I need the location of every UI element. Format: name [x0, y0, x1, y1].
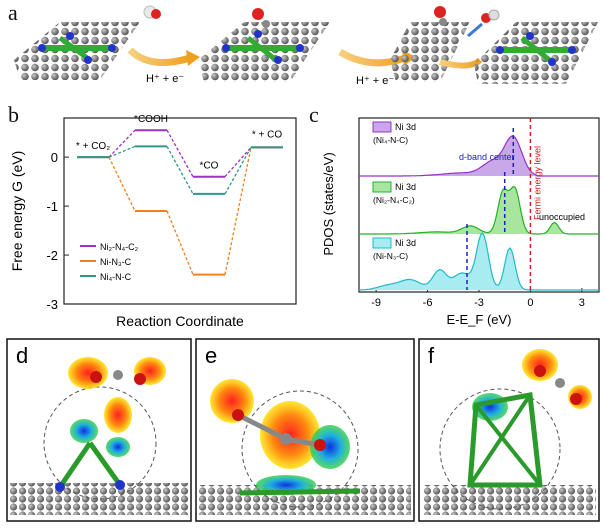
b-ytick-label: 0: [51, 150, 58, 165]
graphene-sheet-3: [390, 6, 470, 82]
c-legend-swatch: [372, 121, 392, 133]
pdos-chart: PDOS (states/eV) E-E_F (eV) -9 -6 -3 0 3 Ni …: [321, 117, 600, 327]
c-legend-label: Ni 3d: [395, 182, 416, 192]
graphene-sheet-4: [474, 22, 598, 84]
b-ytick-label: -3: [46, 297, 58, 312]
panel-f-image: f: [418, 338, 600, 522]
chart-b-state-labels: * + CO₂ *COOH *CO * + CO: [76, 114, 282, 172]
b-legend-label: Ni₂-N₄-C₂: [100, 242, 139, 252]
b-state-label: * + CO₂: [76, 141, 110, 152]
c-fermi-annotation: Fermi energy level: [532, 146, 542, 220]
c-curve: [359, 232, 599, 291]
chart-c-annotations: d-band center Fermi energy levelunoccupie…: [459, 146, 585, 222]
chart-c-legends: Ni 3d (Ni₄-N-C) Ni 3d (Ni₂-N₄-C₂) Ni 3d (Ni-N…: [372, 121, 416, 261]
c-legend-subtitle: (Ni-N₃-C): [373, 251, 408, 261]
charge-density-row: d e: [0, 335, 606, 525]
panel-e-letter: e: [205, 343, 217, 368]
b-connector: [108, 156, 136, 212]
b-connector: [108, 129, 136, 158]
b-connector: [108, 145, 136, 158]
c-xtick-label: -3: [474, 297, 484, 309]
chart-b-legend: Ni₂-N₄-C₂ Ni-N₃-C Ni₄-N-C: [80, 242, 139, 282]
chart-b-ylabel: Free energy G (eV): [9, 151, 25, 272]
chart-c-xlabel: E-E_F (eV): [446, 312, 511, 327]
c-legend-label: Ni 3d: [395, 122, 416, 132]
step-2-label: H⁺ + e⁻: [356, 75, 394, 87]
c-area-fill: [359, 186, 599, 234]
free-energy-chart: Free energy G (eV) Reaction Coordinate 0…: [9, 114, 297, 329]
panel-d-image: d: [6, 338, 192, 522]
chart-c-ylabel: PDOS (states/eV): [321, 152, 336, 255]
c-legend-swatch: [372, 237, 392, 249]
graphene-sheet-2: [198, 8, 330, 82]
c-curve: [359, 135, 599, 177]
b-connector: [224, 147, 252, 275]
c-xtick-label: -6: [423, 297, 433, 309]
b-state-label: *CO: [200, 161, 219, 172]
b-ytick-label: -2: [46, 248, 58, 263]
c-legend-swatch: [372, 181, 392, 193]
chart-c-series: [359, 118, 599, 292]
c-legend-subtitle: (Ni₄-N-C): [373, 135, 408, 145]
panel-a-letter: a: [8, 0, 18, 25]
b-legend-label: Ni₄-N-C: [100, 272, 132, 282]
b-ytick-label: -1: [46, 199, 58, 214]
b-connector: [166, 210, 194, 275]
chart-c-xticks: -9 -6 -3 0 3: [371, 288, 585, 309]
c-xtick-label: 3: [579, 297, 585, 309]
b-legend-label: Ni-N₃-C: [100, 257, 132, 267]
panel-a-scheme: H⁺ + e⁻ H⁺ + e⁻: [14, 5, 598, 87]
panel-a: a H⁺ +: [0, 0, 606, 96]
c-xtick-label: -9: [371, 297, 381, 309]
graphene-sheet-1: [14, 22, 140, 80]
panel-f-letter: f: [428, 343, 435, 368]
arrow-1-icon: [127, 47, 192, 66]
panel-c: c PDOS (states/eV) E-E_F (eV) -9 -6 -3 0 3 N…: [303, 100, 606, 335]
c-xtick-label: 0: [527, 297, 533, 309]
b-connector: [224, 147, 252, 195]
step-1-label: H⁺ + e⁻: [146, 73, 184, 85]
chart-b-yticks: 0 -1 -2 -3: [46, 150, 69, 312]
panel-c-letter: c: [309, 102, 319, 127]
c-legend-label: Ni 3d: [395, 238, 416, 248]
b-connector: [224, 146, 252, 178]
panel-b-letter: b: [8, 102, 19, 127]
b-state-label: * + CO: [252, 129, 283, 140]
c-dband-annotation: d-band center: [459, 152, 515, 162]
panel-d-letter: d: [16, 343, 28, 368]
co2-molecule-icon: [143, 5, 161, 19]
c-curve: [359, 185, 599, 235]
c-legend-subtitle: (Ni₂-N₄-C₂): [373, 195, 415, 205]
c-unoccupied-annotation: unoccupied: [539, 212, 585, 222]
charge-density-images: d e: [6, 338, 600, 522]
chart-b-frame: [63, 117, 297, 305]
co-molecule-icon: [467, 9, 500, 38]
b-connector: [166, 146, 194, 195]
b-state-label: *COOH: [134, 114, 168, 125]
b-connector: [166, 129, 194, 178]
c-area-fill: [359, 233, 599, 290]
panel-e-image: e: [195, 338, 415, 522]
chart-b-xlabel: Reaction Coordinate: [116, 313, 244, 329]
panel-b: b Free energy G (eV) Reaction Coordinate…: [0, 100, 303, 335]
chart-b-series: [77, 129, 283, 276]
